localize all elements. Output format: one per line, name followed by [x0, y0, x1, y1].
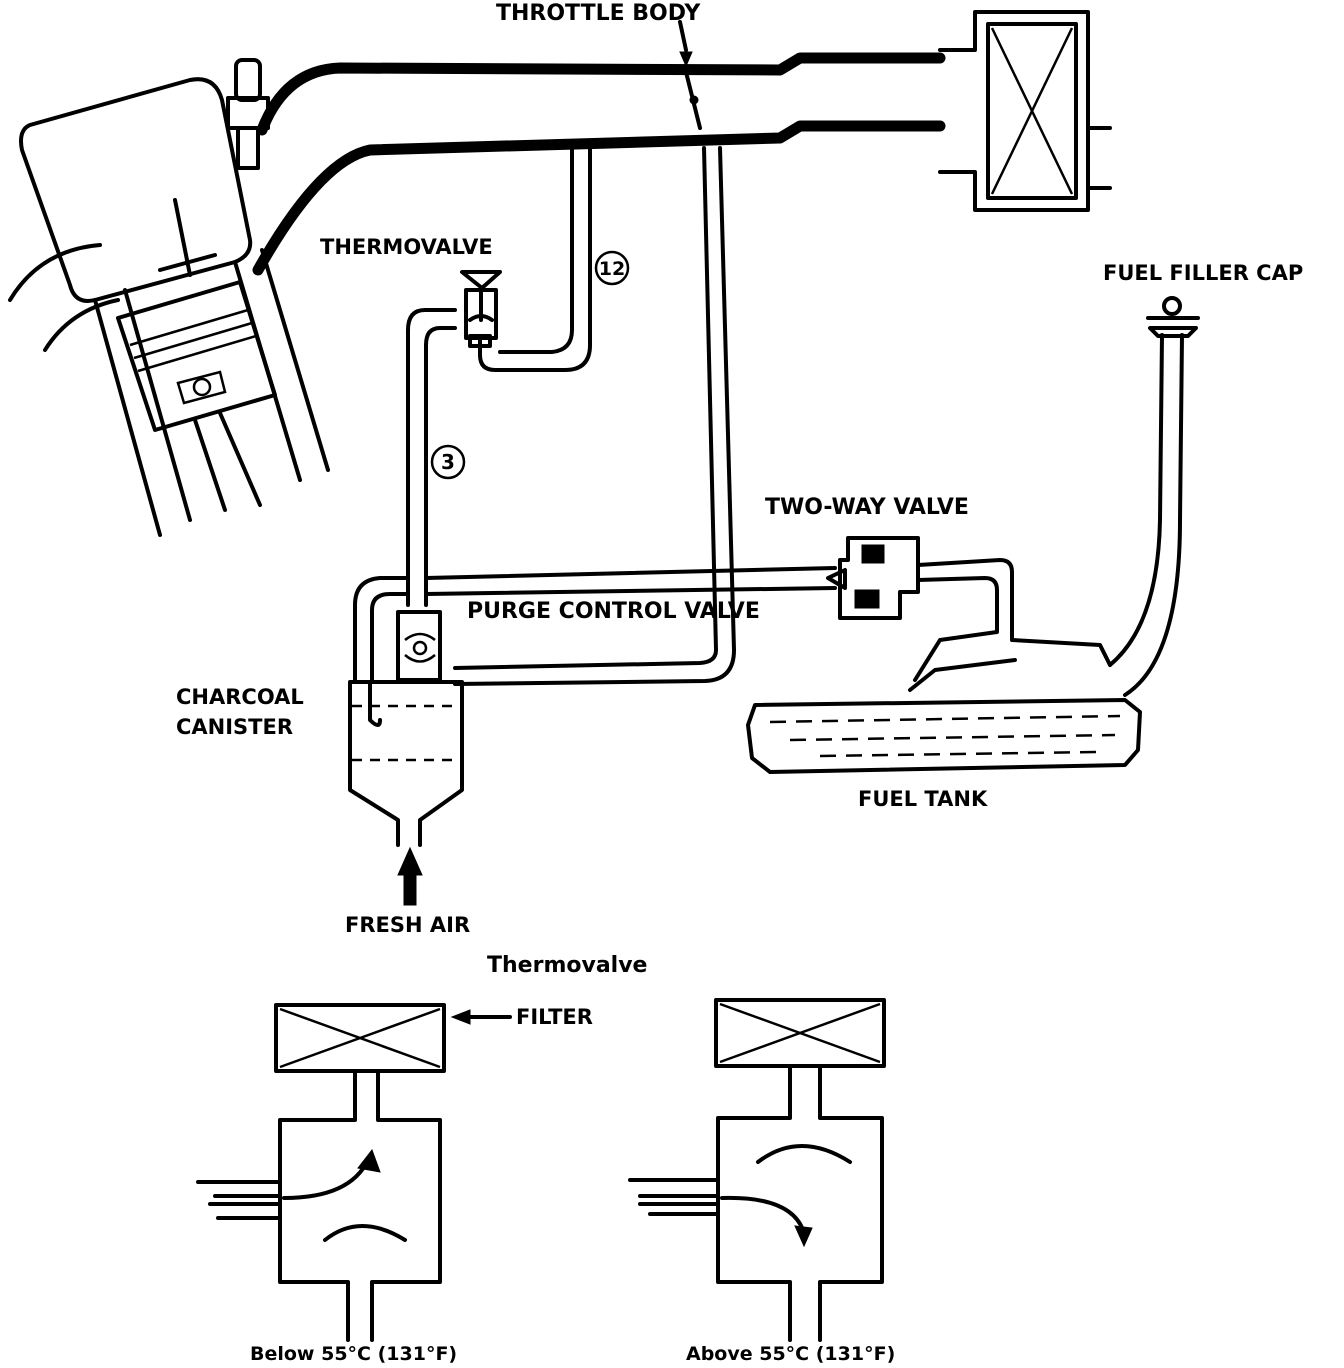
fresh-air-arrow — [397, 846, 423, 906]
inset-title: Thermovalve — [487, 953, 647, 978]
filter-box-right — [714, 998, 886, 1068]
flow-arrow-down-icon — [794, 1225, 813, 1248]
filter-arrow-icon — [450, 1009, 471, 1025]
fuel-tank-label: FUEL TANK — [858, 787, 988, 811]
thermovalve-label: THERMOVALVE — [320, 235, 493, 259]
thermovalve-detail-above — [628, 998, 886, 1342]
fuel-filler-cap-label: FUEL FILLER CAP — [1103, 261, 1303, 285]
hose-3-badge: 3 — [430, 444, 466, 480]
vacuum-hoses — [353, 140, 1184, 697]
thermovalve-component — [460, 270, 502, 348]
fuel-tank — [746, 658, 1142, 774]
above-55c-caption: Above 55°C (131°F) — [686, 1343, 895, 1365]
fuel-filler-cap — [1146, 296, 1200, 338]
two-way-valve — [826, 536, 920, 620]
throttle-body-leader — [678, 20, 688, 52]
purge-control-valve-label: PURGE CONTROL VALVE — [467, 599, 760, 624]
thermovalve-detail-below — [196, 1003, 446, 1342]
air-cleaner — [938, 10, 1112, 212]
two-way-valve-label: TWO-WAY VALVE — [765, 495, 969, 520]
charcoal-canister — [348, 680, 464, 847]
purge-control-valve — [396, 610, 442, 682]
intake-manifold — [252, 52, 946, 276]
flow-arrow-up-icon — [357, 1148, 381, 1173]
filter-label: FILTER — [516, 1005, 593, 1029]
hose-12-badge: 12 — [594, 250, 630, 286]
hose-3-label: 3 — [441, 450, 455, 474]
engine-cylinder — [8, 58, 330, 537]
hose-12-label: 12 — [599, 258, 625, 280]
charcoal-canister-label-line2: CANISTER — [176, 715, 293, 739]
below-55c-caption: Below 55°C (131°F) — [250, 1343, 457, 1365]
fresh-air-label: FRESH AIR — [345, 913, 470, 937]
filter-box-left — [274, 1003, 446, 1073]
throttle-body-label: THROTTLE BODY — [496, 1, 701, 26]
charcoal-canister-label-line1: CHARCOAL — [176, 685, 304, 709]
